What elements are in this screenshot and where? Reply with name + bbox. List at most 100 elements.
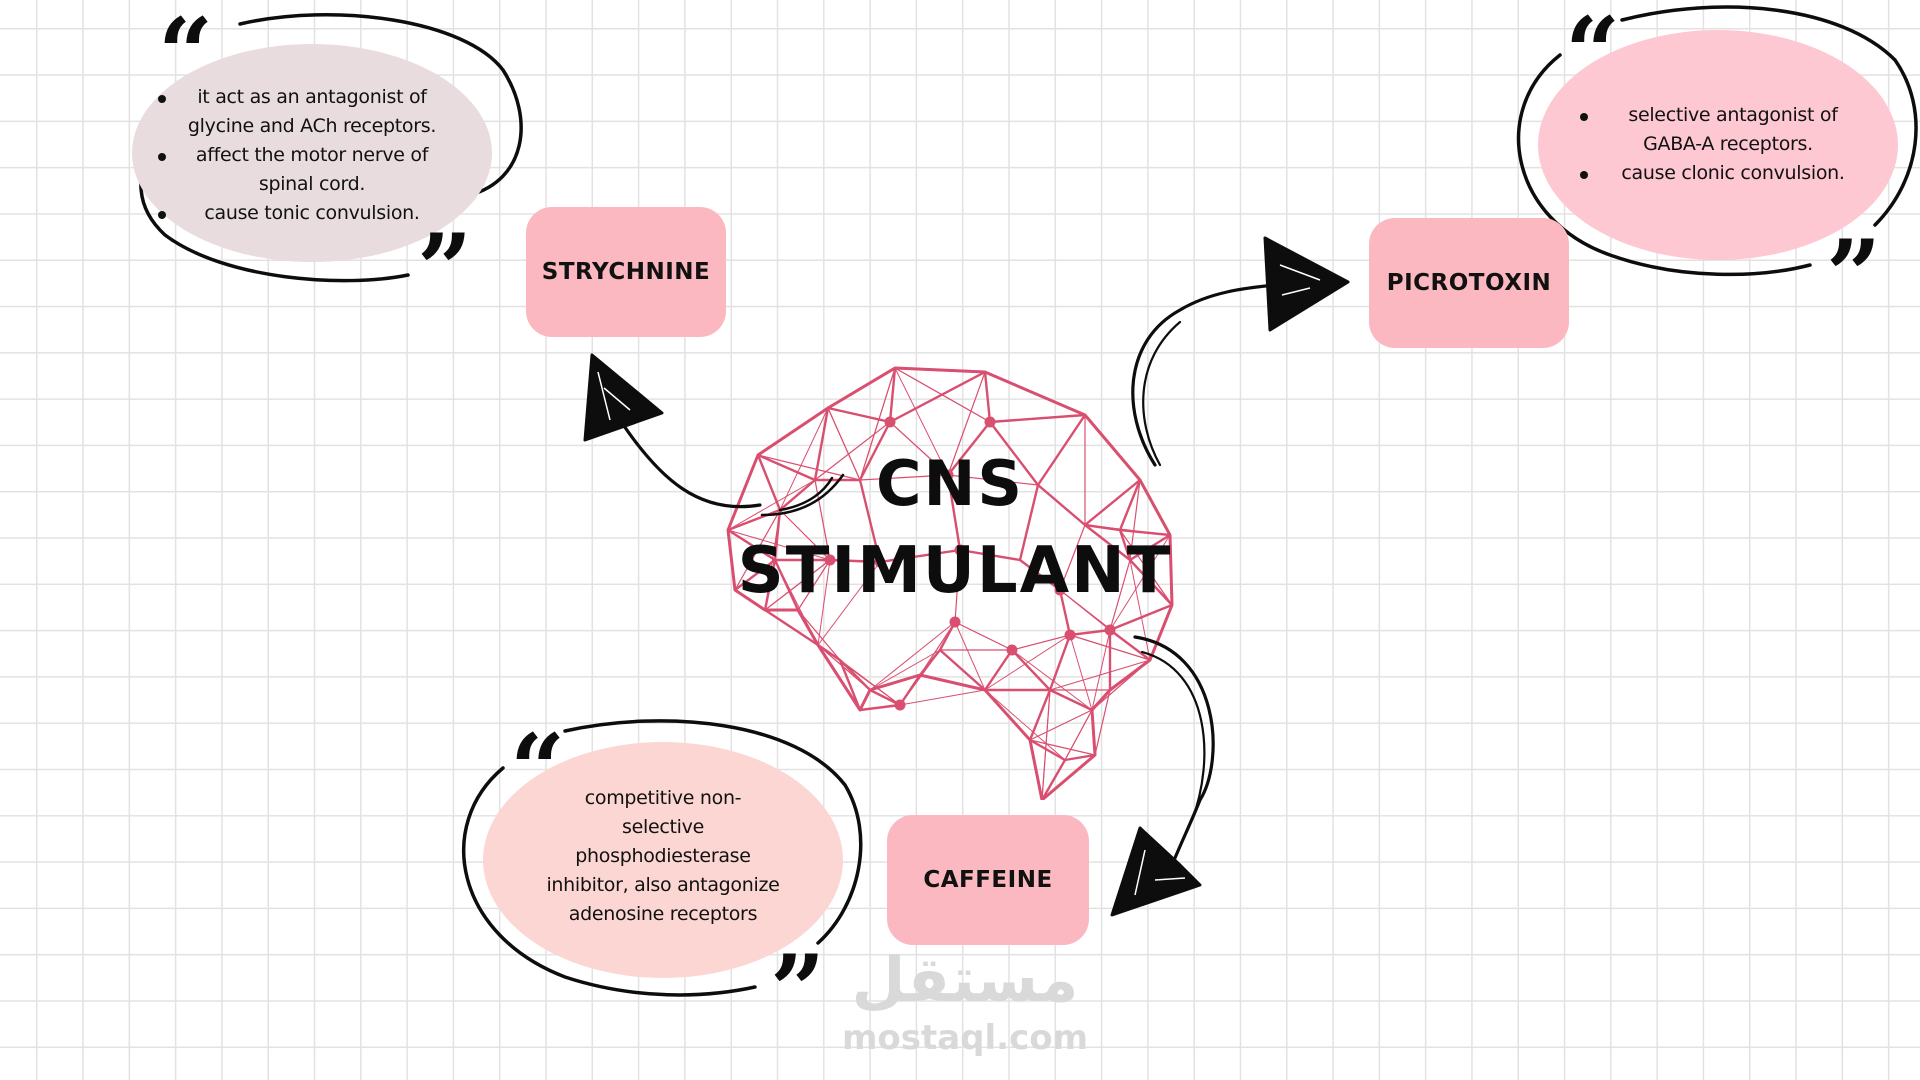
brain-mesh-line	[1037, 414, 1086, 486]
open-quote-icon: “	[1565, 0, 1621, 109]
brain-mesh-line	[1119, 529, 1173, 606]
picrotoxin-bullet-list: selective antagonist of GABA-A receptors…	[1580, 101, 1848, 188]
brain-mesh-line	[757, 407, 829, 456]
brain-mesh-line	[1041, 754, 1096, 800]
strychnine-bubble: it act as an antagonist of glycine and A…	[132, 44, 492, 262]
brain-mesh-line	[764, 509, 781, 611]
brain-mesh-line	[827, 407, 891, 423]
brain-mesh-line	[829, 558, 881, 564]
brain-mesh-line	[859, 367, 896, 481]
brain-mesh-line	[1041, 689, 1051, 800]
brain-mesh-line	[1138, 479, 1172, 536]
brain-mesh-line	[954, 621, 986, 691]
strychnine-label-box[interactable]: STRYCHNINE	[526, 207, 726, 337]
brain-mesh-line	[1011, 649, 1093, 711]
caffeine-outline-ring	[461, 719, 863, 997]
brain-mesh-line	[1029, 738, 1066, 762]
brain-mesh-line	[764, 609, 841, 661]
brain-mesh-line	[839, 659, 871, 691]
brain-mesh-line	[1037, 484, 1086, 526]
brain-mesh-line	[734, 589, 766, 611]
brain-mesh-line	[1018, 484, 1040, 561]
brain-mesh-line	[984, 689, 1031, 741]
brain-mesh-line	[947, 371, 986, 476]
close-quote-icon: ”	[1826, 219, 1882, 332]
brain-mesh-line	[1169, 534, 1173, 606]
title-line-2: STIMULANT	[737, 534, 1173, 608]
brain-mesh-line	[899, 689, 986, 706]
brain-node-dot	[949, 616, 961, 628]
brain-mesh-line	[764, 559, 776, 611]
brain-mesh-line	[1090, 709, 1097, 756]
brain-mesh-line	[1094, 689, 1111, 756]
close-quote-icon: ”	[770, 934, 826, 1047]
brain-mesh-line	[1118, 479, 1142, 531]
brain-mesh-line	[869, 673, 921, 692]
brain-mesh-line	[1084, 479, 1141, 526]
brain-mesh-line	[727, 454, 759, 531]
brain-mesh-line	[1019, 559, 1061, 591]
brain-mesh-line	[1011, 649, 1051, 691]
brain-mesh-line	[858, 421, 892, 481]
brain-mesh-line	[1091, 659, 1151, 711]
brain-mesh-line	[817, 561, 881, 646]
brain-node-dot	[954, 544, 966, 556]
brain-mesh-line	[869, 649, 941, 691]
brain-node-dot	[884, 416, 896, 428]
brain-mesh-line	[1059, 524, 1086, 591]
brain-mesh-line	[984, 689, 1066, 761]
brain-mesh-line	[1129, 559, 1173, 606]
brain-mesh-line	[1029, 739, 1096, 756]
brain-mesh-line	[858, 689, 872, 711]
brain-mesh-line	[774, 559, 819, 646]
watermark-arabic: مستقل	[851, 943, 1079, 1016]
brain-mesh-line	[1064, 709, 1093, 761]
brain-mesh-line	[1069, 628, 1111, 637]
brain-mesh-line	[894, 366, 986, 374]
brain-mesh-line	[779, 509, 831, 561]
brain-mesh-line	[954, 621, 1013, 651]
brain-mesh-line	[889, 421, 949, 476]
brain-node-dot	[894, 699, 906, 711]
brain-mesh-line	[727, 529, 831, 561]
brain-node-dot	[824, 554, 836, 566]
brain-mesh-line	[1084, 414, 1141, 481]
brain-mesh-line	[1109, 534, 1171, 631]
brain-mesh-line	[734, 559, 776, 591]
brain-mesh-line	[1048, 634, 1072, 691]
list-item: spinal cord.	[258, 172, 366, 195]
caffeine-bubble: competitive non- selective phosphodieste…	[483, 742, 843, 978]
brain-mesh-line	[726, 529, 737, 591]
brain-mesh-line	[827, 407, 861, 481]
brain-mesh-line	[1069, 634, 1093, 711]
brain-mesh-line	[817, 644, 861, 711]
brain-mesh-line	[947, 474, 1039, 486]
brain-mesh-line	[727, 529, 776, 561]
caffeine-description: competitive non- selective phosphodieste…	[546, 786, 780, 925]
brain-mesh-line	[939, 649, 986, 691]
caffeine-label-box[interactable]: CAFFEINE	[887, 815, 1089, 945]
brain-mesh-line	[858, 479, 882, 563]
title-line-1: CNS	[875, 447, 1025, 520]
bullet-icon	[1580, 112, 1588, 121]
brain-mesh-line	[919, 674, 986, 691]
brain-mesh-line	[984, 634, 1071, 691]
brain-mesh-line	[869, 621, 956, 691]
brain-mesh-line	[838, 659, 862, 711]
brain-mesh-line	[894, 367, 949, 476]
list-item: cause tonic convulsion.	[158, 199, 462, 228]
brain-mesh-line	[1109, 559, 1131, 631]
bullet-icon	[158, 210, 166, 219]
brain-mesh-line	[827, 366, 896, 410]
bullet-icon	[1580, 170, 1588, 179]
picrotoxin-outline-ring	[1516, 5, 1918, 277]
picrotoxin-label-box[interactable]: PICROTOXIN	[1369, 218, 1569, 348]
brain-node-dot	[1064, 629, 1076, 641]
brain-mesh-line	[889, 367, 896, 423]
brain-mesh-line	[989, 414, 1086, 423]
list-item: cause clonic convulsion.	[1580, 159, 1848, 188]
picrotoxin-bubble: selective antagonist of GABA-A receptors…	[1538, 30, 1898, 260]
open-quote-icon: “	[158, 0, 214, 110]
strychnine-label: STRYCHNINE	[541, 259, 711, 285]
brain-mesh-line	[959, 548, 1021, 562]
